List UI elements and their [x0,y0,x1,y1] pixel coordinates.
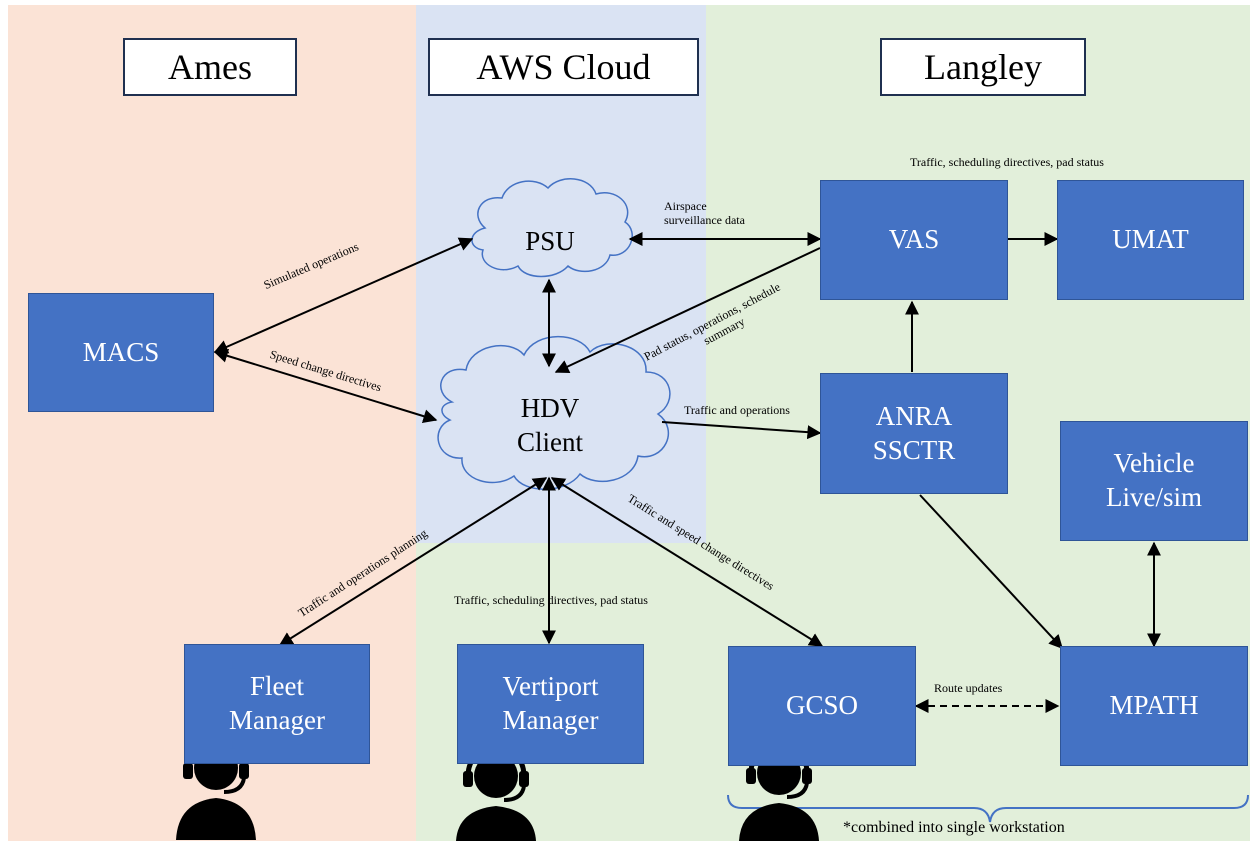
workstation-bracket [727,794,1249,823]
langley-header: Langley [880,38,1086,96]
hdv-client-cloud: HDV Client [490,392,610,460]
vertiport-label-line1: Vertiport [502,671,599,702]
vehicle-label-line1: Vehicle [1113,448,1195,479]
hdv-cloud-shape [437,335,671,490]
edge-anra-mpath [919,494,1063,650]
airspace-label-line1: Airspace [664,199,707,213]
edge-hdv-fleet [278,477,548,646]
mpath-node: MPATH [1060,646,1248,766]
fleet-label-line2: Manager [229,705,325,735]
edge-hdv-gcso [550,477,824,647]
vertiport-label-line2: Manager [502,705,599,735]
anra-ssctr-node: ANRA SSCTR [820,373,1008,494]
airspace-surveillance-label: Airspace surveillance data [664,199,745,228]
edge-macs-hdv [213,349,438,423]
macs-label: MACS [82,336,160,367]
vas-node: VAS [820,180,1008,300]
aws-header: AWS Cloud [428,38,699,96]
vertiport-manager-node: Vertiport Manager [457,644,644,764]
anra-label-line1: ANRA [875,400,953,431]
ames-header: Ames [123,38,297,96]
route-updates-label: Route updates [934,681,1003,695]
traffic-operations-label: Traffic and operations [684,403,790,417]
vas-label: VAS [888,224,940,255]
umat-node: UMAT [1057,180,1244,300]
psu-label: PSU [525,226,575,256]
edge-macs-psu [213,237,474,354]
edge-hdv-anra [661,421,822,440]
fleet-manager-node: Fleet Manager [184,644,370,764]
anra-label-line2: SSCTR [872,434,956,465]
macs-node: MACS [28,293,214,412]
psu-cloud: PSU [500,225,600,259]
hdv-label-line2: Client [517,426,583,457]
vertiport-link-label: Traffic, scheduling directives, pad stat… [454,593,648,607]
hdv-label-line1: HDV [520,393,580,423]
edge-vas-hdv [554,247,821,373]
vehicle-node: Vehicle Live/sim [1060,421,1248,541]
vehicle-label-line2: Live/sim [1106,482,1202,512]
gcso-label: GCSO [785,690,859,721]
gcso-node: GCSO [728,646,916,766]
footnote: *combined into single workstation [843,819,1065,836]
airspace-label-line2: surveillance data [664,212,745,227]
fleet-label-line1: Fleet [250,671,304,702]
vas-umat-label: Traffic, scheduling directives, pad stat… [910,155,1104,169]
umat-label: UMAT [1112,224,1189,255]
mpath-label: MPATH [1109,690,1199,721]
